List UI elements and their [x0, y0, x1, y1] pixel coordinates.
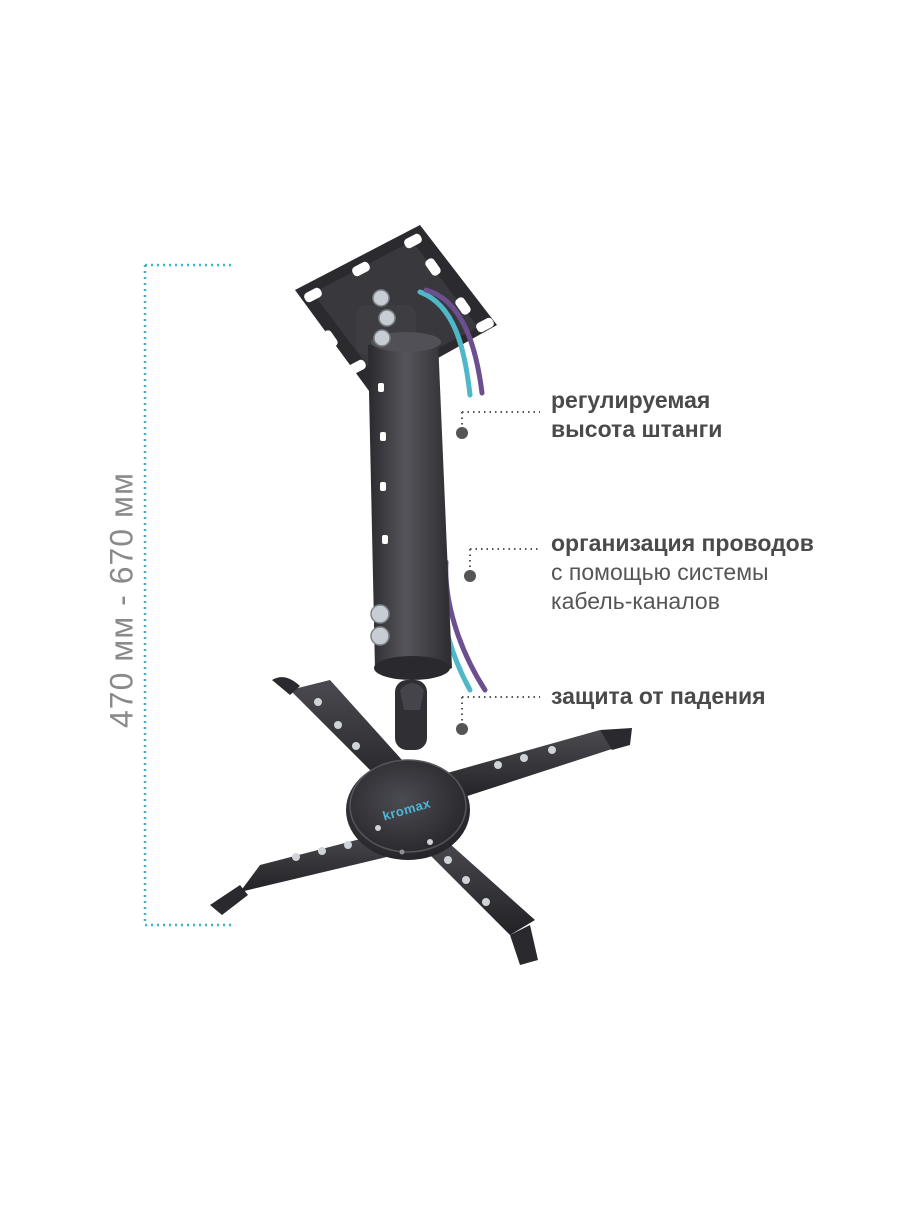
pole: [356, 289, 452, 750]
callout-adjustable-height: регулируемая высота штанги: [551, 386, 722, 444]
callout-height-line1: регулируемая: [551, 387, 711, 413]
callout-cables-line3: кабель-каналов: [551, 588, 720, 614]
dimension-text: 470 мм - 670 мм: [103, 472, 140, 728]
callout-cables-line1: организация проводов: [551, 530, 814, 556]
center-disc: [346, 759, 470, 860]
callout-dot: [456, 723, 468, 735]
callout-safety-line1: защита от падения: [551, 683, 766, 709]
callout-dot: [464, 570, 476, 582]
callout-cable-management: организация проводов с помощью системы к…: [551, 529, 814, 616]
callout-cables-line2: с помощью системы: [551, 559, 769, 585]
callout-leaders: [456, 411, 540, 735]
projector-arms: [210, 677, 632, 965]
dimension-bracket: [143, 263, 235, 927]
callout-height-line2: высота штанги: [551, 416, 723, 442]
callout-fall-protection: защита от падения: [551, 682, 766, 711]
callout-dot: [456, 427, 468, 439]
